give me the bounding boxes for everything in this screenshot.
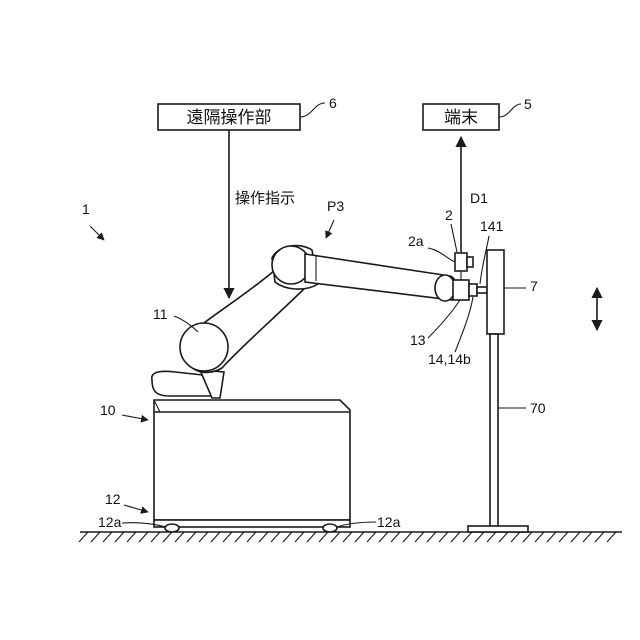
arm-shoulder-joint — [180, 323, 228, 371]
base-ref-arrow — [124, 505, 148, 512]
camera-part-ref: 2a — [408, 233, 424, 249]
wheel-left — [165, 524, 179, 532]
terminal-ref: 5 — [524, 96, 532, 112]
base-plate — [154, 520, 350, 527]
body-ref: 10 — [100, 402, 116, 418]
system-ref-arrow — [90, 226, 104, 240]
stand-pole — [490, 334, 498, 528]
camera-body — [455, 253, 467, 271]
gripper-ref-leader — [455, 297, 473, 352]
arm-wrist-joint — [435, 275, 455, 301]
remote-unit-ref: 6 — [329, 95, 337, 111]
base-ref: 12 — [105, 491, 121, 507]
camera-part-leader — [428, 248, 455, 262]
posture-ref: P3 — [327, 198, 344, 214]
posture-ref-arrow — [326, 220, 334, 238]
wrist-ref: 13 — [410, 332, 426, 348]
body-block — [154, 400, 350, 520]
robot-arm — [152, 246, 487, 398]
wheel-left-ref: 12a — [98, 514, 122, 530]
ground-hatching — [79, 532, 616, 542]
hand-part-ref: 141 — [480, 218, 504, 234]
wrist-ref-leader — [428, 300, 460, 338]
camera-ref: 2 — [445, 207, 453, 223]
terminal-leader — [499, 104, 521, 117]
terminal-label: 端末 — [444, 108, 478, 128]
target-plate — [487, 250, 504, 334]
camera-lens — [467, 257, 473, 267]
body-ref-arrow — [122, 415, 148, 420]
remote-unit-leader — [300, 103, 325, 117]
system-ref: 1 — [82, 201, 90, 217]
direction-ref: D1 — [470, 190, 488, 206]
gripper-ref: 14,14b — [428, 351, 471, 367]
camera-ref-leader — [451, 224, 457, 252]
arm-ref: 11 — [153, 306, 168, 322]
target-ref: 7 — [530, 278, 538, 294]
terminal: 端末 5 — [423, 96, 532, 130]
stand-ref: 70 — [530, 400, 546, 416]
robot-body — [154, 400, 350, 532]
ground — [79, 532, 622, 542]
gripper-body — [469, 284, 477, 296]
wheel-right — [323, 524, 337, 532]
arm-upper-link — [305, 254, 457, 300]
wheel-right-ref: 12a — [377, 514, 401, 530]
operation-command-label: 操作指示 — [235, 189, 295, 207]
remote-operation-unit: 遠隔操作部 6 — [158, 95, 337, 130]
remote-operation-unit-label: 遠隔操作部 — [187, 108, 272, 128]
stand-base — [468, 526, 528, 532]
gripper-finger — [477, 287, 487, 293]
tool-flange — [453, 280, 469, 300]
